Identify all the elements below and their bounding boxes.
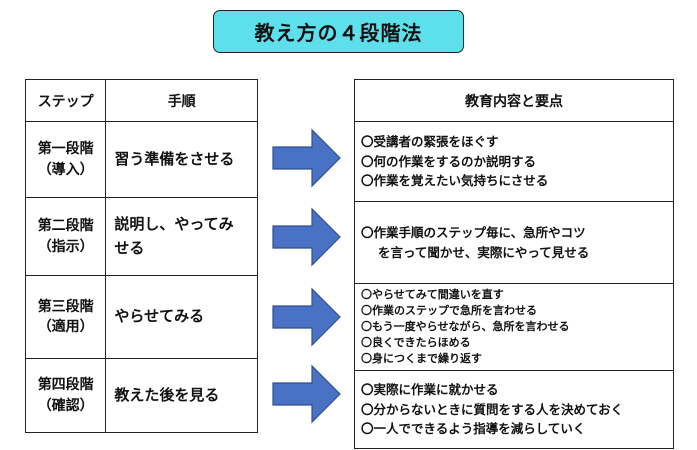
procedure-cell: 習う準備をさせる <box>105 121 258 198</box>
procedure-text: 説明し、やってみ <box>114 215 234 234</box>
content-item: 〇一人でできるよう指導を減らしていく <box>361 421 586 437</box>
step-cell: 第一段階 （導入） <box>24 121 107 198</box>
content-item: 〇身につくまで繰り返す <box>361 351 482 365</box>
content-cell: 〇受講者の緊張をほぐす 〇何の作業をするのか説明する 〇作業を覚えたい気持ちにさ… <box>354 121 674 202</box>
step-cell: 第三段階 （適用） <box>24 275 107 359</box>
procedure-cell: 教えた後を見る <box>105 358 258 433</box>
procedure-cell: やらせてみる <box>105 275 258 359</box>
step-subtitle: （指示） <box>37 238 94 255</box>
content-item: 〇やらせてみて間違いを直す <box>361 288 504 302</box>
procedure-text: 教えた後を見る <box>114 385 220 404</box>
content-cell: 〇実際に作業に就かせる 〇分からないときに質問をする人を決めておく 〇一人ででき… <box>354 370 674 449</box>
table-row: 〇受講者の緊張をほぐす 〇何の作業をするのか説明する 〇作業を覚えたい気持ちにさ… <box>354 121 674 202</box>
procedure-cell: 説明し、やってみ せる <box>105 197 258 276</box>
step-name: 第三段階 <box>37 298 94 315</box>
content-cell: 〇作業手順のステップ毎に、急所やコツ を言って聞かせ、実際にやって見せる <box>354 201 674 284</box>
content-item: 〇作業のステップで急所を言わせる <box>361 304 537 318</box>
header-procedure: 手順 <box>105 79 258 122</box>
content-item: 〇受講者の緊張をほぐす <box>361 134 499 150</box>
content-item: 〇良くできたらほめる <box>361 335 471 349</box>
procedure-text: 習う準備をさせる <box>114 149 235 168</box>
step-subtitle: （確認） <box>37 397 94 414</box>
content-table: 教育内容と要点 〇受講者の緊張をほぐす 〇何の作業をするのか説明する 〇作業を覚… <box>354 79 674 449</box>
arrow-right-icon <box>272 207 341 267</box>
table-row: 第二段階 （指示） 説明し、やってみ せる <box>24 197 258 276</box>
header-content: 教育内容と要点 <box>354 79 674 122</box>
arrow-right-icon <box>272 364 341 424</box>
table-row: 〇やらせてみて間違いを直す 〇作業のステップで急所を言わせる 〇もう一度やらせな… <box>354 283 674 371</box>
procedure-text-cont: せる <box>114 238 145 257</box>
diagram-title: 教え方の４段階法 <box>213 10 464 53</box>
step-subtitle: （導入） <box>37 161 94 178</box>
arrow-right-icon <box>272 287 341 347</box>
content-item-cont: を言って聞かせ、実際にやって見せる <box>378 244 590 260</box>
content-item: 〇実際に作業に就かせる <box>361 382 499 398</box>
table-row: 第四段階 （確認） 教えた後を見る <box>24 358 258 433</box>
step-name: 第一段階 <box>37 141 94 158</box>
content-cell: 〇やらせてみて間違いを直す 〇作業のステップで急所を言わせる 〇もう一度やらせな… <box>354 283 674 371</box>
content-item: 〇何の作業をするのか説明する <box>361 153 537 169</box>
table-row: 〇作業手順のステップ毎に、急所やコツ を言って聞かせ、実際にやって見せる <box>354 201 674 284</box>
table-row: 第三段階 （適用） やらせてみる <box>24 275 258 359</box>
step-name: 第四段階 <box>37 377 94 394</box>
step-subtitle: （適用） <box>37 319 94 335</box>
content-item: 〇もう一度やらせながら、急所を言わせる <box>361 320 570 334</box>
step-cell: 第四段階 （確認） <box>24 358 107 433</box>
header-step: ステップ <box>24 79 107 122</box>
table-row: 〇実際に作業に就かせる 〇分からないときに質問をする人を決めておく 〇一人ででき… <box>354 370 674 449</box>
arrow-right-icon <box>272 128 341 188</box>
content-item: 〇作業を覚えたい気持ちにさせる <box>361 173 549 189</box>
table-row: 第一段階 （導入） 習う準備をさせる <box>24 121 258 198</box>
procedure-text: やらせてみる <box>114 307 205 326</box>
content-item: 〇分からないときに質問をする人を決めておく <box>361 401 624 417</box>
step-cell: 第二段階 （指示） <box>24 197 107 276</box>
step-name: 第二段階 <box>37 218 94 235</box>
content-item: 〇作業手順のステップ毎に、急所やコツ <box>361 225 586 241</box>
step-procedure-table: ステップ 手順 第一段階 （導入） 習う準備をさせる 第二段階 （指示） 説明し… <box>24 79 258 433</box>
